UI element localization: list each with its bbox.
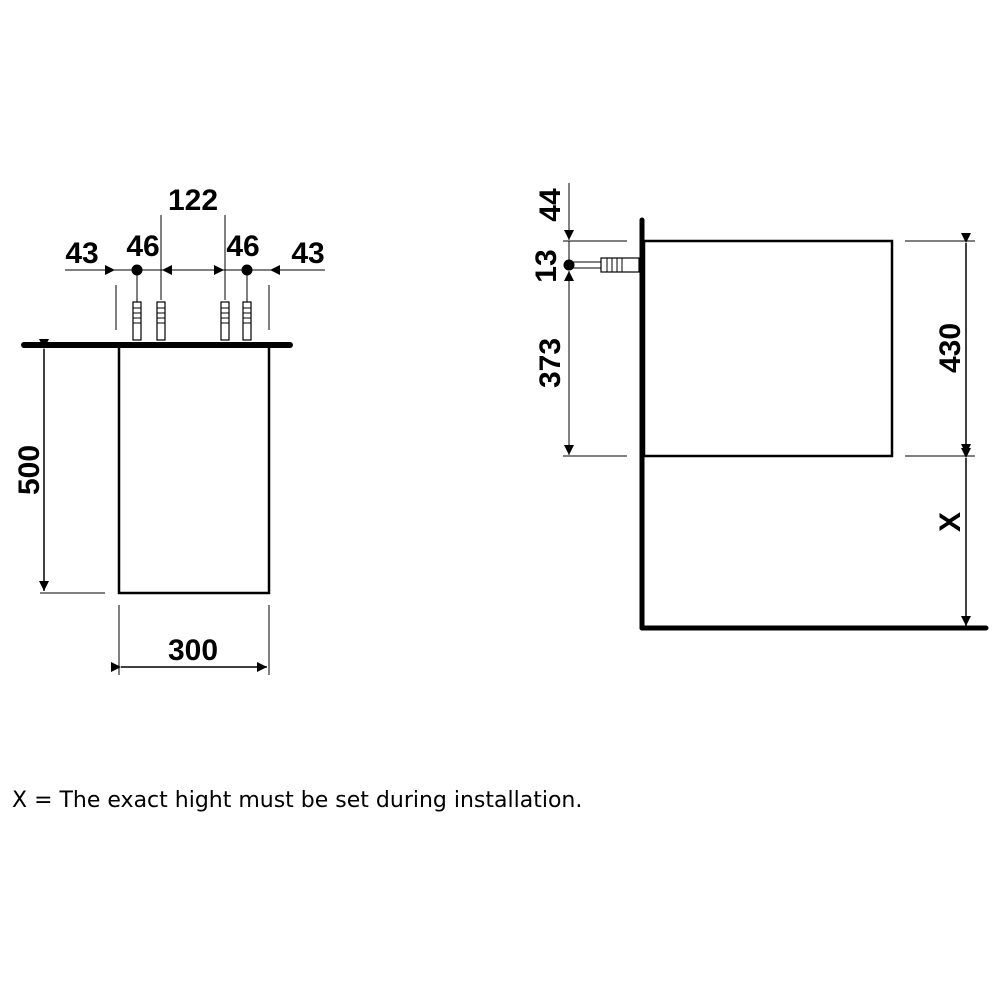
dim-dowel-offset: 13 bbox=[530, 249, 563, 282]
dowel-icon bbox=[600, 257, 640, 273]
dowel-icon bbox=[220, 301, 230, 341]
cabinet-outline bbox=[642, 239, 894, 458]
installation-note: X = The exact hight must be set during i… bbox=[12, 788, 583, 813]
dim-center: 122 bbox=[168, 184, 218, 217]
dim-dowel-left: 46 bbox=[126, 230, 159, 263]
dowel-point-left bbox=[131, 264, 143, 276]
dim-width: 300 bbox=[168, 634, 218, 667]
dim-dowel-right: 46 bbox=[226, 230, 259, 263]
dim-height: 500 bbox=[13, 445, 46, 495]
side-view bbox=[563, 183, 989, 631]
dowel-icon bbox=[132, 301, 142, 341]
dowel-point-right bbox=[241, 264, 253, 276]
cabinet-outline bbox=[117, 343, 271, 595]
dim-floor-gap: X bbox=[934, 512, 967, 532]
dowel-icon bbox=[242, 301, 252, 341]
dim-cabinet-height: 430 bbox=[934, 323, 967, 373]
dim-dowel-to-bottom: 373 bbox=[534, 338, 567, 388]
dim-outer-left: 43 bbox=[65, 237, 98, 270]
dowel-icon bbox=[156, 301, 166, 341]
dim-top-offset: 44 bbox=[534, 188, 567, 222]
dim-outer-right: 43 bbox=[291, 237, 324, 270]
front-view bbox=[21, 215, 325, 675]
